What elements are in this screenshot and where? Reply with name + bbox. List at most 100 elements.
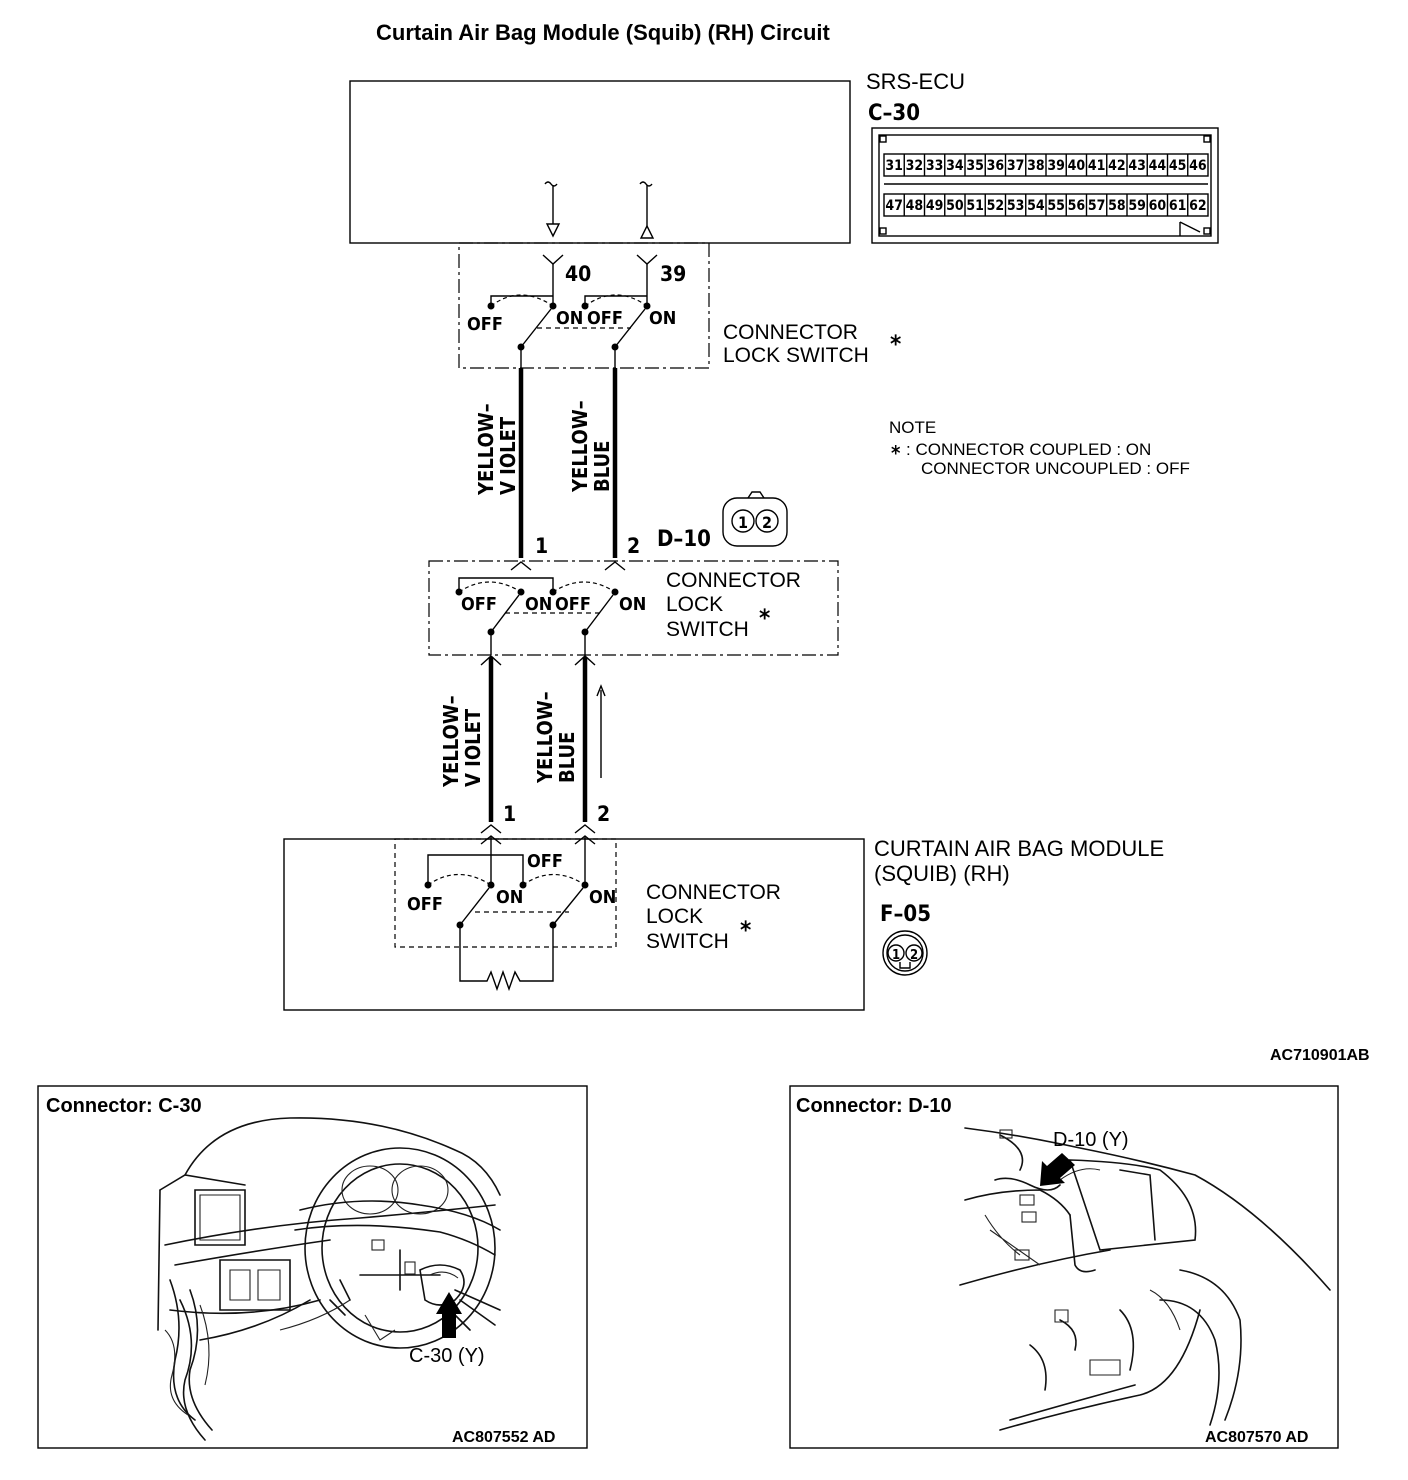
module-lock-switch-box: [394, 838, 617, 948]
svg-text:2: 2: [762, 513, 772, 532]
wire-label-yv-upper: YELLOW– V IOLET: [474, 403, 520, 496]
c30-pin-55: 55: [1047, 198, 1065, 214]
c30-pin-34: 34: [946, 158, 964, 174]
module-lock-switch-asterisk: *: [740, 916, 751, 944]
ecu-connector-id: C–30: [868, 101, 920, 126]
d10-switch-contacts: [455, 561, 626, 636]
note-heading: NOTE: [889, 418, 936, 437]
svg-text:YELLOW–: YELLOW–: [439, 695, 463, 788]
top-lock-switch-box: [458, 242, 710, 369]
top-off-left: OFF: [467, 314, 503, 335]
wire-label-yb-upper: YELLOW– BLUE: [568, 400, 614, 493]
c30-pin-33: 33: [926, 158, 944, 174]
c30-pin-36: 36: [987, 158, 1005, 174]
f05-pin-2: 2: [597, 802, 610, 826]
d10-connector-face: 1 2: [722, 491, 788, 547]
module-name-2: (SQUIB) (RH): [874, 861, 1010, 886]
d10-off-left: OFF: [461, 594, 497, 615]
d10-pin-2: 2: [627, 534, 640, 558]
c30-pin-44: 44: [1149, 158, 1167, 174]
module-on-right: ON: [589, 887, 616, 908]
d10-on-left: ON: [525, 594, 552, 615]
svg-text:1: 1: [892, 948, 900, 963]
diagram-code: AC710901AB: [1270, 1047, 1370, 1064]
svg-text:BLUE: BLUE: [555, 732, 579, 783]
module-lock-switch-label-2: LOCK: [646, 905, 703, 928]
svg-text:V IOLET: V IOLET: [461, 708, 485, 787]
c30-pin-48: 48: [906, 198, 924, 214]
module-off-left: OFF: [407, 894, 443, 915]
note-line-2: CONNECTOR UNCOUPLED : OFF: [921, 459, 1190, 478]
c30-location-arrow: [436, 1292, 462, 1338]
wire-label-yb-lower: YELLOW– BLUE: [533, 691, 579, 784]
svg-text:V IOLET: V IOLET: [496, 416, 520, 495]
top-lock-switch-asterisk: *: [890, 330, 901, 358]
srs-ecu-label: SRS-ECU: [866, 69, 965, 94]
top-lock-switch-label-2: LOCK SWITCH: [723, 344, 869, 367]
c30-pin-58: 58: [1108, 198, 1126, 214]
svg-text:YELLOW–: YELLOW–: [533, 691, 557, 784]
panel-c30-code: AC807552 AD: [452, 1429, 555, 1446]
dashboard-illustration: [157, 1117, 501, 1441]
top-lock-switch-label-1: CONNECTOR: [723, 321, 858, 344]
d10-location-arrow: [1040, 1153, 1075, 1186]
panel-c30-title: Connector: C-30: [46, 1095, 202, 1117]
c30-pin-42: 42: [1108, 158, 1126, 174]
c30-pin-46: 46: [1189, 158, 1207, 174]
f05-pin-1: 1: [503, 802, 516, 826]
c30-pin-45: 45: [1169, 158, 1187, 174]
c30-pin-39: 39: [1047, 158, 1065, 174]
wire-label-yv-lower: YELLOW– V IOLET: [439, 695, 485, 788]
top-on-left: ON: [556, 308, 583, 329]
d10-lock-switch-label-3: SWITCH: [666, 618, 749, 641]
panel-d10-title: Connector: D-10: [796, 1095, 952, 1117]
d10-lock-switch-label-1: CONNECTOR: [666, 569, 801, 592]
c30-pin-49: 49: [926, 198, 944, 214]
c30-pin-56: 56: [1068, 198, 1086, 214]
vehicle-illustration: [959, 1127, 1331, 1431]
c30-pin-59: 59: [1128, 198, 1146, 214]
d10-lock-switch-label-2: LOCK: [666, 593, 723, 616]
c30-pin-57: 57: [1088, 198, 1106, 214]
c30-pin-47: 47: [885, 198, 903, 214]
c30-pin-40: 40: [1068, 158, 1086, 174]
panel-c30: [37, 1085, 588, 1449]
c30-pin-32: 32: [906, 158, 924, 174]
c30-pin-61: 61: [1169, 198, 1187, 214]
c30-pin-31: 31: [885, 158, 903, 174]
air-bag-module-box: [283, 838, 865, 1011]
svg-text:YELLOW–: YELLOW–: [474, 403, 498, 496]
c30-pin-35: 35: [966, 158, 984, 174]
d10-off-right: OFF: [555, 594, 591, 615]
module-name-1: CURTAIN AIR BAG MODULE: [874, 836, 1164, 861]
f05-connector-face: 1 2: [882, 930, 928, 976]
c30-pin-52: 52: [987, 198, 1005, 214]
panel-d10-code: AC807570 AD: [1205, 1429, 1308, 1446]
d10-on-right: ON: [619, 594, 646, 615]
module-switch-contacts: [424, 824, 596, 992]
d10-connector-id: D–10: [657, 527, 711, 552]
panel-d10: [789, 1085, 1339, 1449]
c30-pin-37: 37: [1007, 158, 1025, 174]
top-off-right: OFF: [587, 308, 623, 329]
svg-text:1: 1: [738, 513, 748, 532]
ecu-pins: [542, 254, 658, 304]
c30-pin-51: 51: [966, 198, 984, 214]
srs-ecu-box: [349, 80, 851, 244]
ecu-terminal-symbols: [544, 181, 655, 239]
c30-pin-38: 38: [1027, 158, 1045, 174]
svg-text:2: 2: [910, 948, 918, 963]
c30-pin-53: 53: [1007, 198, 1025, 214]
c30-pin-43: 43: [1128, 158, 1146, 174]
d10-lock-switch-box: [428, 560, 839, 656]
current-direction-arrow: [596, 684, 606, 778]
module-on-left: ON: [496, 887, 523, 908]
ecu-pin-39: 39: [660, 262, 686, 286]
c30-pin-62: 62: [1189, 198, 1207, 214]
top-on-right: ON: [649, 308, 676, 329]
c30-pin-41: 41: [1088, 158, 1106, 174]
